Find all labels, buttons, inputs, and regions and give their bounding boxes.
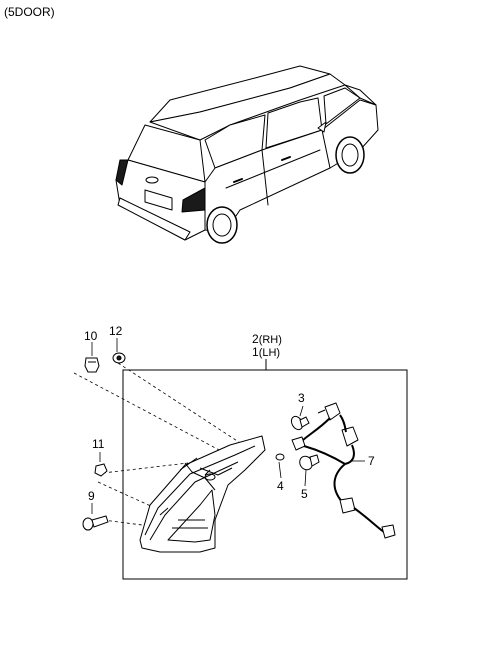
leader-lines <box>73 362 249 527</box>
bulbs <box>275 415 320 471</box>
callout-9: 9 <box>88 489 95 503</box>
callout-2-number: 2 <box>252 332 259 346</box>
callout-2-rh: 2(RH) <box>252 333 282 346</box>
variant-label: (5DOOR) <box>4 5 55 19</box>
callout-1-lh: 1(LH) <box>252 346 280 359</box>
callout-2-side: (RH) <box>258 334 282 346</box>
callout-10: 10 <box>84 329 98 343</box>
tail-lamp-body <box>139 435 266 553</box>
callout-12: 12 <box>109 324 123 338</box>
callout-1-side: (LH) <box>258 347 281 359</box>
callout-1-number: 1 <box>252 345 259 359</box>
callout-3: 3 <box>298 391 305 405</box>
assembly-frame <box>122 359 408 580</box>
callout-5: 5 <box>301 487 308 501</box>
callout-4: 4 <box>277 479 284 493</box>
callout-7: 7 <box>368 454 375 468</box>
car-illustration <box>115 65 379 244</box>
wiring-harness <box>291 402 396 539</box>
fastener-parts <box>82 352 126 531</box>
callout-11: 11 <box>92 437 105 451</box>
callout-leaders <box>91 338 365 514</box>
